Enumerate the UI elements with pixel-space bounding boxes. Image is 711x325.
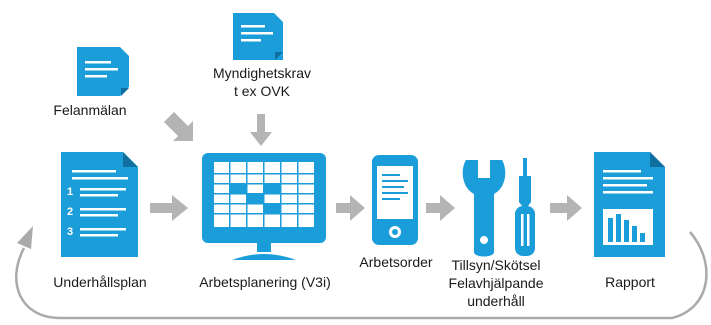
- wrench-screwdriver-icon: [462, 158, 535, 257]
- list-number-1: 1: [67, 186, 73, 198]
- tillsyn-label-line-1: Tillsyn/Skötsel: [451, 257, 541, 273]
- arbetsorder-label: Arbetsorder: [359, 254, 433, 270]
- arrow-underhallsplan-to-planering: [150, 195, 188, 221]
- arrow-felanmalan-to-planering: [164, 112, 193, 141]
- myndighetskrav-label-line-1: Myndighetskrav: [212, 65, 312, 81]
- felanmalan-label: Felanmälan: [53, 102, 127, 118]
- tillsyn-label: Tillsyn/Skötsel Felavhjälpande underhåll: [440, 256, 552, 310]
- myndighetskrav-document-icon: [233, 13, 283, 60]
- cycle-return-arrowhead: [17, 226, 33, 249]
- rapport-label: Rapport: [605, 274, 655, 290]
- arrow-arbetsorder-to-tillsyn: [426, 195, 455, 221]
- arrow-tillsyn-to-rapport: [550, 195, 582, 221]
- underhallsplan-label: Underhållsplan: [53, 274, 147, 290]
- myndighetskrav-label: Myndighetskrav t ex OVK: [198, 64, 326, 100]
- underhallsplan-document-icon: 1 2 3: [61, 152, 138, 257]
- cycle-return-arrow: [15, 231, 708, 320]
- arrow-myndighetskrav-to-planering: [250, 114, 272, 146]
- arrow-planering-to-arbetsorder: [336, 195, 365, 221]
- arbetsplanering-monitor-icon: [202, 153, 326, 260]
- arbetsplanering-label: Arbetsplanering (V3i): [199, 274, 331, 290]
- tillsyn-label-line-2: Felavhjälpande: [448, 275, 544, 291]
- rapport-document-icon: [594, 152, 665, 257]
- list-number-2: 2: [67, 206, 73, 218]
- arbetsorder-mobile-icon: [372, 155, 418, 245]
- tillsyn-label-line-3: underhåll: [467, 293, 525, 309]
- felanmalan-document-icon: [77, 47, 129, 96]
- list-number-3: 3: [67, 226, 73, 238]
- myndighetskrav-label-line-2: t ex OVK: [233, 83, 291, 99]
